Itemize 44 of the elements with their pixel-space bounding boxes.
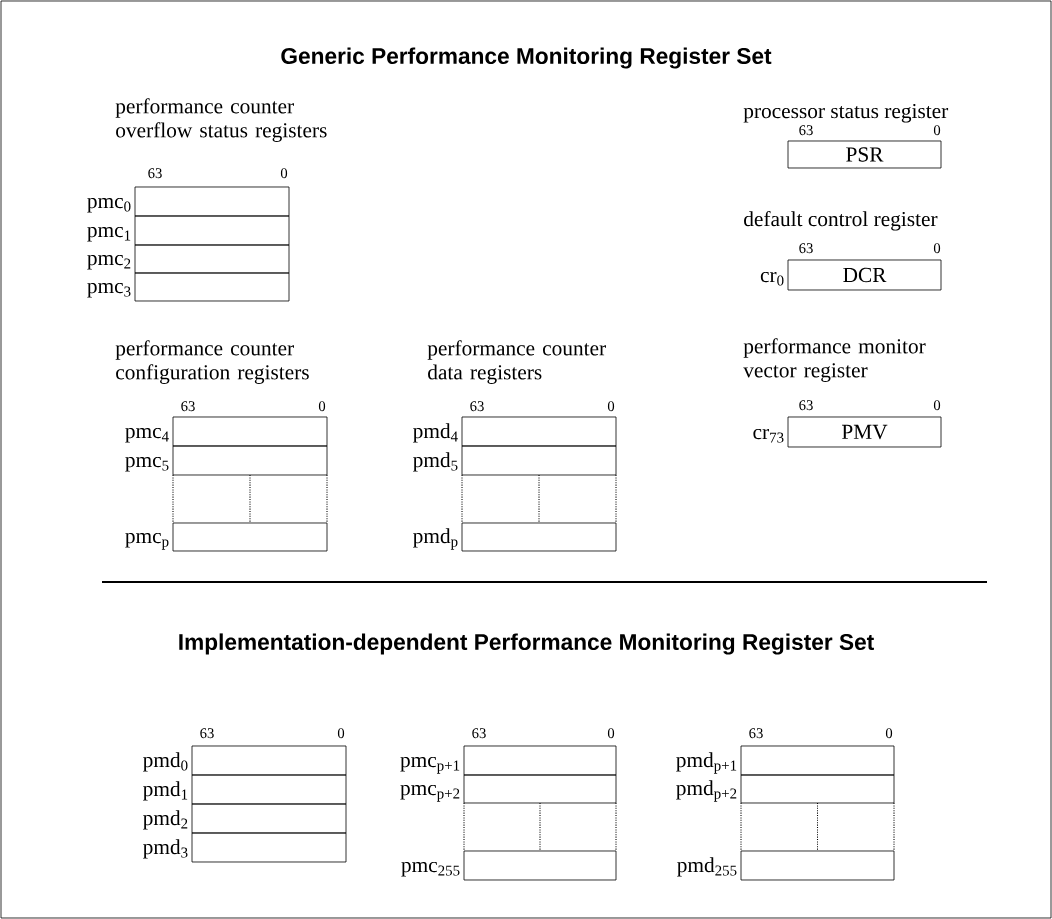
bit-number: 0 [318, 401, 326, 412]
heading: Generic Performance Monitoring Register Set [281, 47, 772, 69]
group-label: performance monitor vector register [743, 338, 926, 382]
bit-number: 0 [280, 168, 288, 179]
register-name: pmd$_{3}$ [143, 839, 188, 859]
register-box: PMV [787, 416, 942, 448]
register-name: pmd$_{1}$ [143, 781, 188, 801]
register-name: pmd$_{p}$ [413, 528, 458, 550]
register-label: default control register [744, 211, 938, 231]
register-name: pmc$_{0}$ [87, 197, 131, 213]
group-label: performance counter overflow status registers [115, 98, 327, 142]
bit-number: 63 [749, 728, 763, 739]
register-name: pmc$_{4}$ [125, 427, 169, 443]
group-label: performance counter configuration registers [115, 340, 309, 384]
bit-number: 0 [885, 728, 893, 739]
heading: Implementation-dependent Performance Monitoring Register Set [179, 633, 874, 655]
register-name: pmc$_{1}$ [87, 226, 131, 242]
register-name: pmc$_{p+2}$ [400, 784, 460, 802]
register-name: pmd$_{0}$ [143, 752, 188, 772]
bit-number: 63 [148, 168, 162, 179]
register-name: pmc$_{255}$ [401, 861, 460, 877]
register-name: pmd$_{5}$ [413, 452, 458, 472]
bit-number: 0 [607, 401, 615, 412]
register-name: pmd$_{4}$ [413, 423, 458, 443]
register-name: pmc$_{3}$ [87, 282, 131, 298]
register-name: cr$_{73}$ [753, 428, 784, 443]
register-name: pmc$_{2}$ [87, 254, 131, 270]
register-box: PSR [787, 140, 942, 169]
register-box: DCR [787, 259, 942, 291]
group-label: performance counter data registers [427, 340, 606, 384]
register-name: pmd$_{p+1}$ [676, 752, 737, 774]
bit-number: 63 [472, 728, 486, 739]
register-name: cr$_{0}$ [760, 271, 784, 286]
register-name: pmd$_{p+2}$ [676, 780, 737, 802]
register-name: pmc$_{p+1}$ [400, 756, 460, 774]
bit-number: 0 [607, 728, 615, 739]
bit-number: 0 [337, 728, 345, 739]
bit-number: 63 [181, 401, 195, 412]
bit-number: 63 [470, 401, 484, 412]
register-name: pmd$_{255}$ [677, 857, 737, 877]
bit-number: 63 [200, 728, 214, 739]
register-name: pmc$_{5}$ [125, 456, 169, 472]
register-name: pmc$_{p}$ [125, 532, 169, 550]
register-name: pmd$_{2}$ [143, 810, 188, 830]
